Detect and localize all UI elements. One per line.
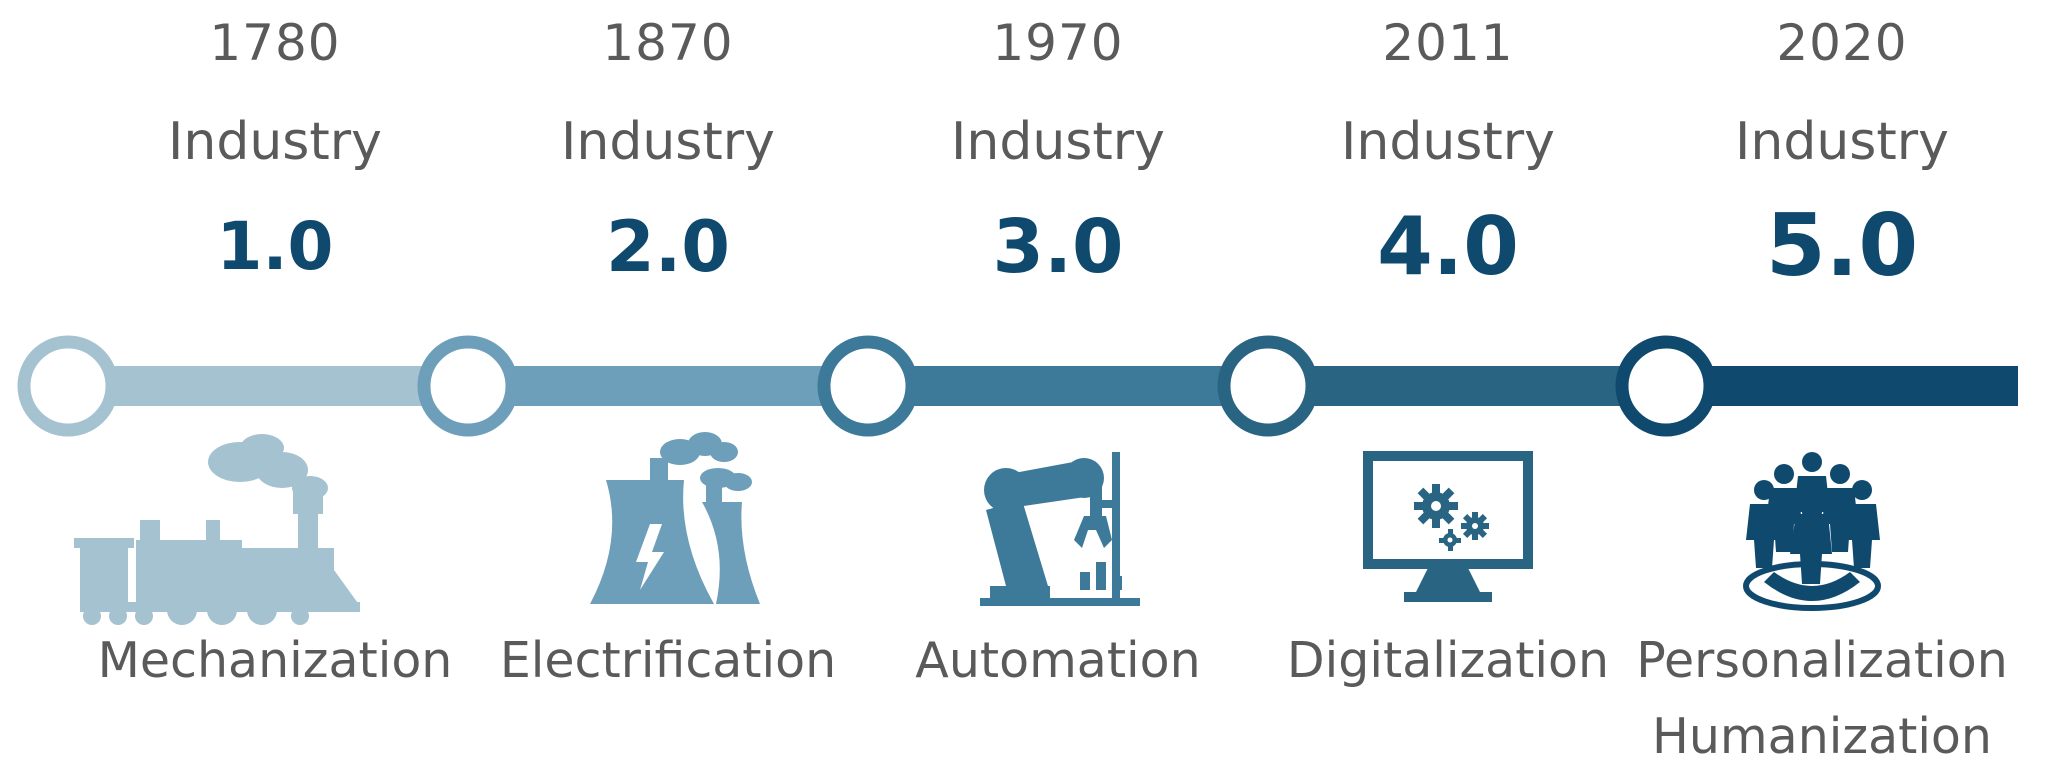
industry-label: Industry bbox=[1341, 112, 1555, 172]
timeline-segment-4 bbox=[1268, 366, 1666, 406]
steam-locomotive-icon bbox=[74, 434, 360, 625]
industry-label: Industry bbox=[1735, 112, 1949, 172]
version-label: 3.0 bbox=[992, 204, 1124, 290]
year-label: 2011 bbox=[1382, 14, 1514, 72]
year-label: 1970 bbox=[992, 14, 1124, 72]
stage-label: Automation bbox=[915, 632, 1201, 689]
timeline-segment-5 bbox=[1666, 366, 2018, 406]
robot-arm-icon bbox=[980, 452, 1140, 606]
year-label: 1870 bbox=[602, 14, 734, 72]
industry-label: Industry bbox=[951, 112, 1165, 172]
version-label: 5.0 bbox=[1765, 196, 1919, 296]
year-label: 2020 bbox=[1776, 14, 1908, 72]
timeline-segment-3 bbox=[868, 366, 1268, 406]
timeline-segment-1 bbox=[68, 366, 468, 406]
stage-label: Mechanization bbox=[97, 632, 453, 689]
stage-label: Digitalization bbox=[1286, 632, 1610, 689]
computer-gears-icon bbox=[1363, 451, 1533, 602]
version-label: 2.0 bbox=[605, 206, 730, 288]
timeline-node-3 bbox=[817, 335, 919, 437]
timeline bbox=[17, 335, 2018, 625]
year-label: 1780 bbox=[209, 14, 341, 72]
power-plant-icon bbox=[590, 432, 760, 604]
version-label: 4.0 bbox=[1377, 200, 1519, 293]
version-label: 1.0 bbox=[216, 208, 334, 285]
stage-label-secondary: Humanization bbox=[1652, 708, 1992, 765]
people-group-icon bbox=[1743, 452, 1881, 611]
stage-label: Personalization bbox=[1636, 632, 2008, 689]
timeline-segment-2 bbox=[468, 366, 868, 406]
timeline-node-4 bbox=[1217, 335, 1319, 437]
stage-label: Electrification bbox=[499, 632, 837, 689]
industry-label: Industry bbox=[561, 112, 775, 172]
timeline-node-1 bbox=[17, 335, 119, 437]
timeline-node-5 bbox=[1615, 335, 1717, 437]
timeline-node-2 bbox=[417, 335, 519, 437]
industry-label: Industry bbox=[168, 112, 382, 172]
